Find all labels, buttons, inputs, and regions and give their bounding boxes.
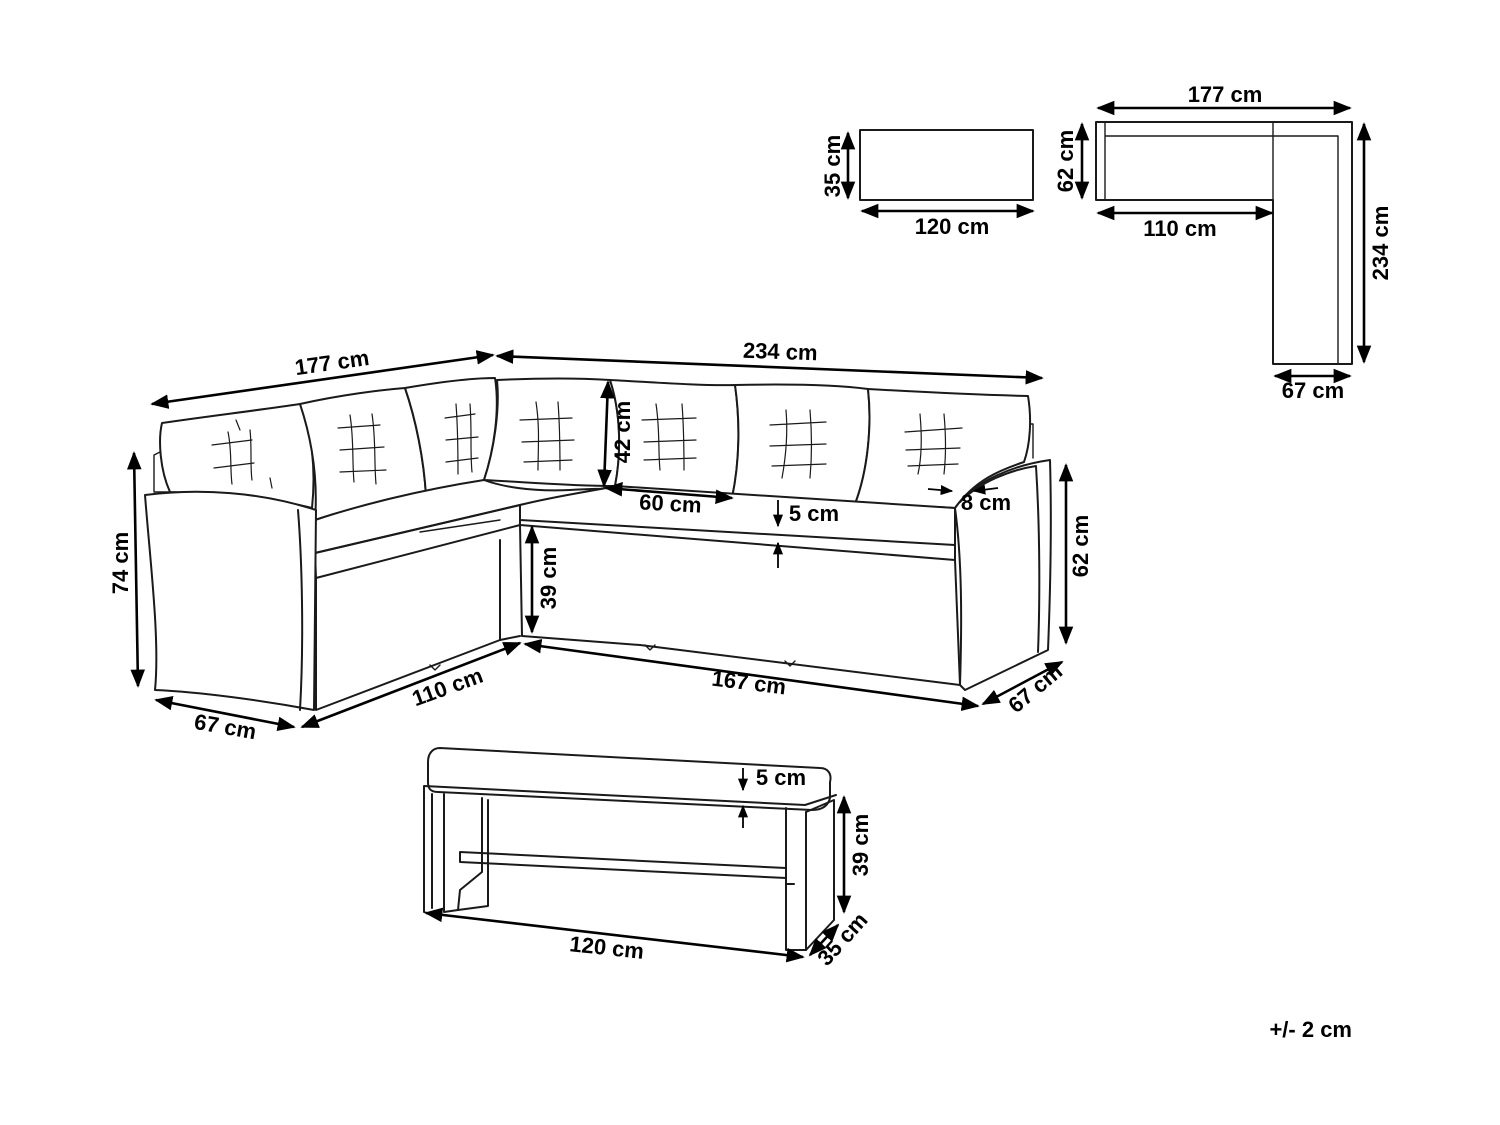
corner-sofa <box>144 377 1052 711</box>
cushion-tufting <box>211 401 963 489</box>
sofa-dimensions: 177 cm 234 cm 42 cm 60 cm 5 cm 8 cm 74 c… <box>108 338 1093 745</box>
cushion-width-dimension <box>604 482 734 504</box>
back-cushion-6 <box>731 383 871 505</box>
arm-width-label: 8 cm <box>961 490 1011 515</box>
left-armrest <box>144 490 317 711</box>
arm-height-label: 62 cm <box>1068 515 1093 577</box>
top-view-inner-width-label: 110 cm <box>1143 216 1216 241</box>
back-height-label: 42 cm <box>610 401 635 463</box>
back-height-dimension <box>597 380 615 488</box>
bench-top-depth-label: 35 cm <box>820 135 845 197</box>
sofa-top-view: 177 cm 62 cm 110 cm 234 cm 67 cm <box>1053 82 1393 403</box>
cushion-width-label: 60 cm <box>639 489 703 517</box>
bench-top-width-label: 120 cm <box>915 214 990 239</box>
top-view-seat-depth-label: 67 cm <box>1282 378 1344 403</box>
seat-height-label: 39 cm <box>536 547 561 609</box>
back-cushion-4 <box>483 377 621 487</box>
front-length-label: 167 cm <box>710 666 787 700</box>
right-armrest <box>954 459 1052 691</box>
top-view-back-depth-label: 62 cm <box>1053 130 1078 192</box>
arm-width-left-arrow <box>927 485 954 496</box>
left-depth-label: 67 cm <box>192 709 258 744</box>
right-depth-dimension <box>981 660 1064 706</box>
sofa-left-width-dimension <box>150 350 495 409</box>
bench-depth-dimension <box>808 923 840 957</box>
bench-cushion-thickness-label: 5 cm <box>756 765 806 790</box>
bench-top-view: 35 cm 120 cm <box>820 129 1035 239</box>
sofa-right-width-label: 234 cm <box>743 338 818 366</box>
total-height-label: 74 cm <box>108 532 133 594</box>
bench-height-label: 39 cm <box>848 814 873 876</box>
bench-depth-label: 35 cm <box>812 907 872 970</box>
top-view-width-label: 177 cm <box>1188 82 1263 107</box>
seat-cushion-thickness-label: 5 cm <box>789 501 839 526</box>
bench-length-dimension <box>424 907 805 963</box>
total-height-dimension <box>127 451 145 688</box>
bench: 5 cm 39 cm 120 cm 35 cm <box>423 747 873 971</box>
tolerance-note: +/- 2 cm <box>1269 1017 1352 1042</box>
arm-width-right-arrow <box>972 484 999 495</box>
bench-cushion <box>427 747 832 811</box>
front-length-dimension <box>523 639 980 711</box>
top-view-length-label: 234 cm <box>1368 206 1393 281</box>
sofa-right-width-dimension <box>495 349 1044 385</box>
inner-length-dimension <box>300 641 522 729</box>
left-depth-dimension <box>154 696 296 731</box>
